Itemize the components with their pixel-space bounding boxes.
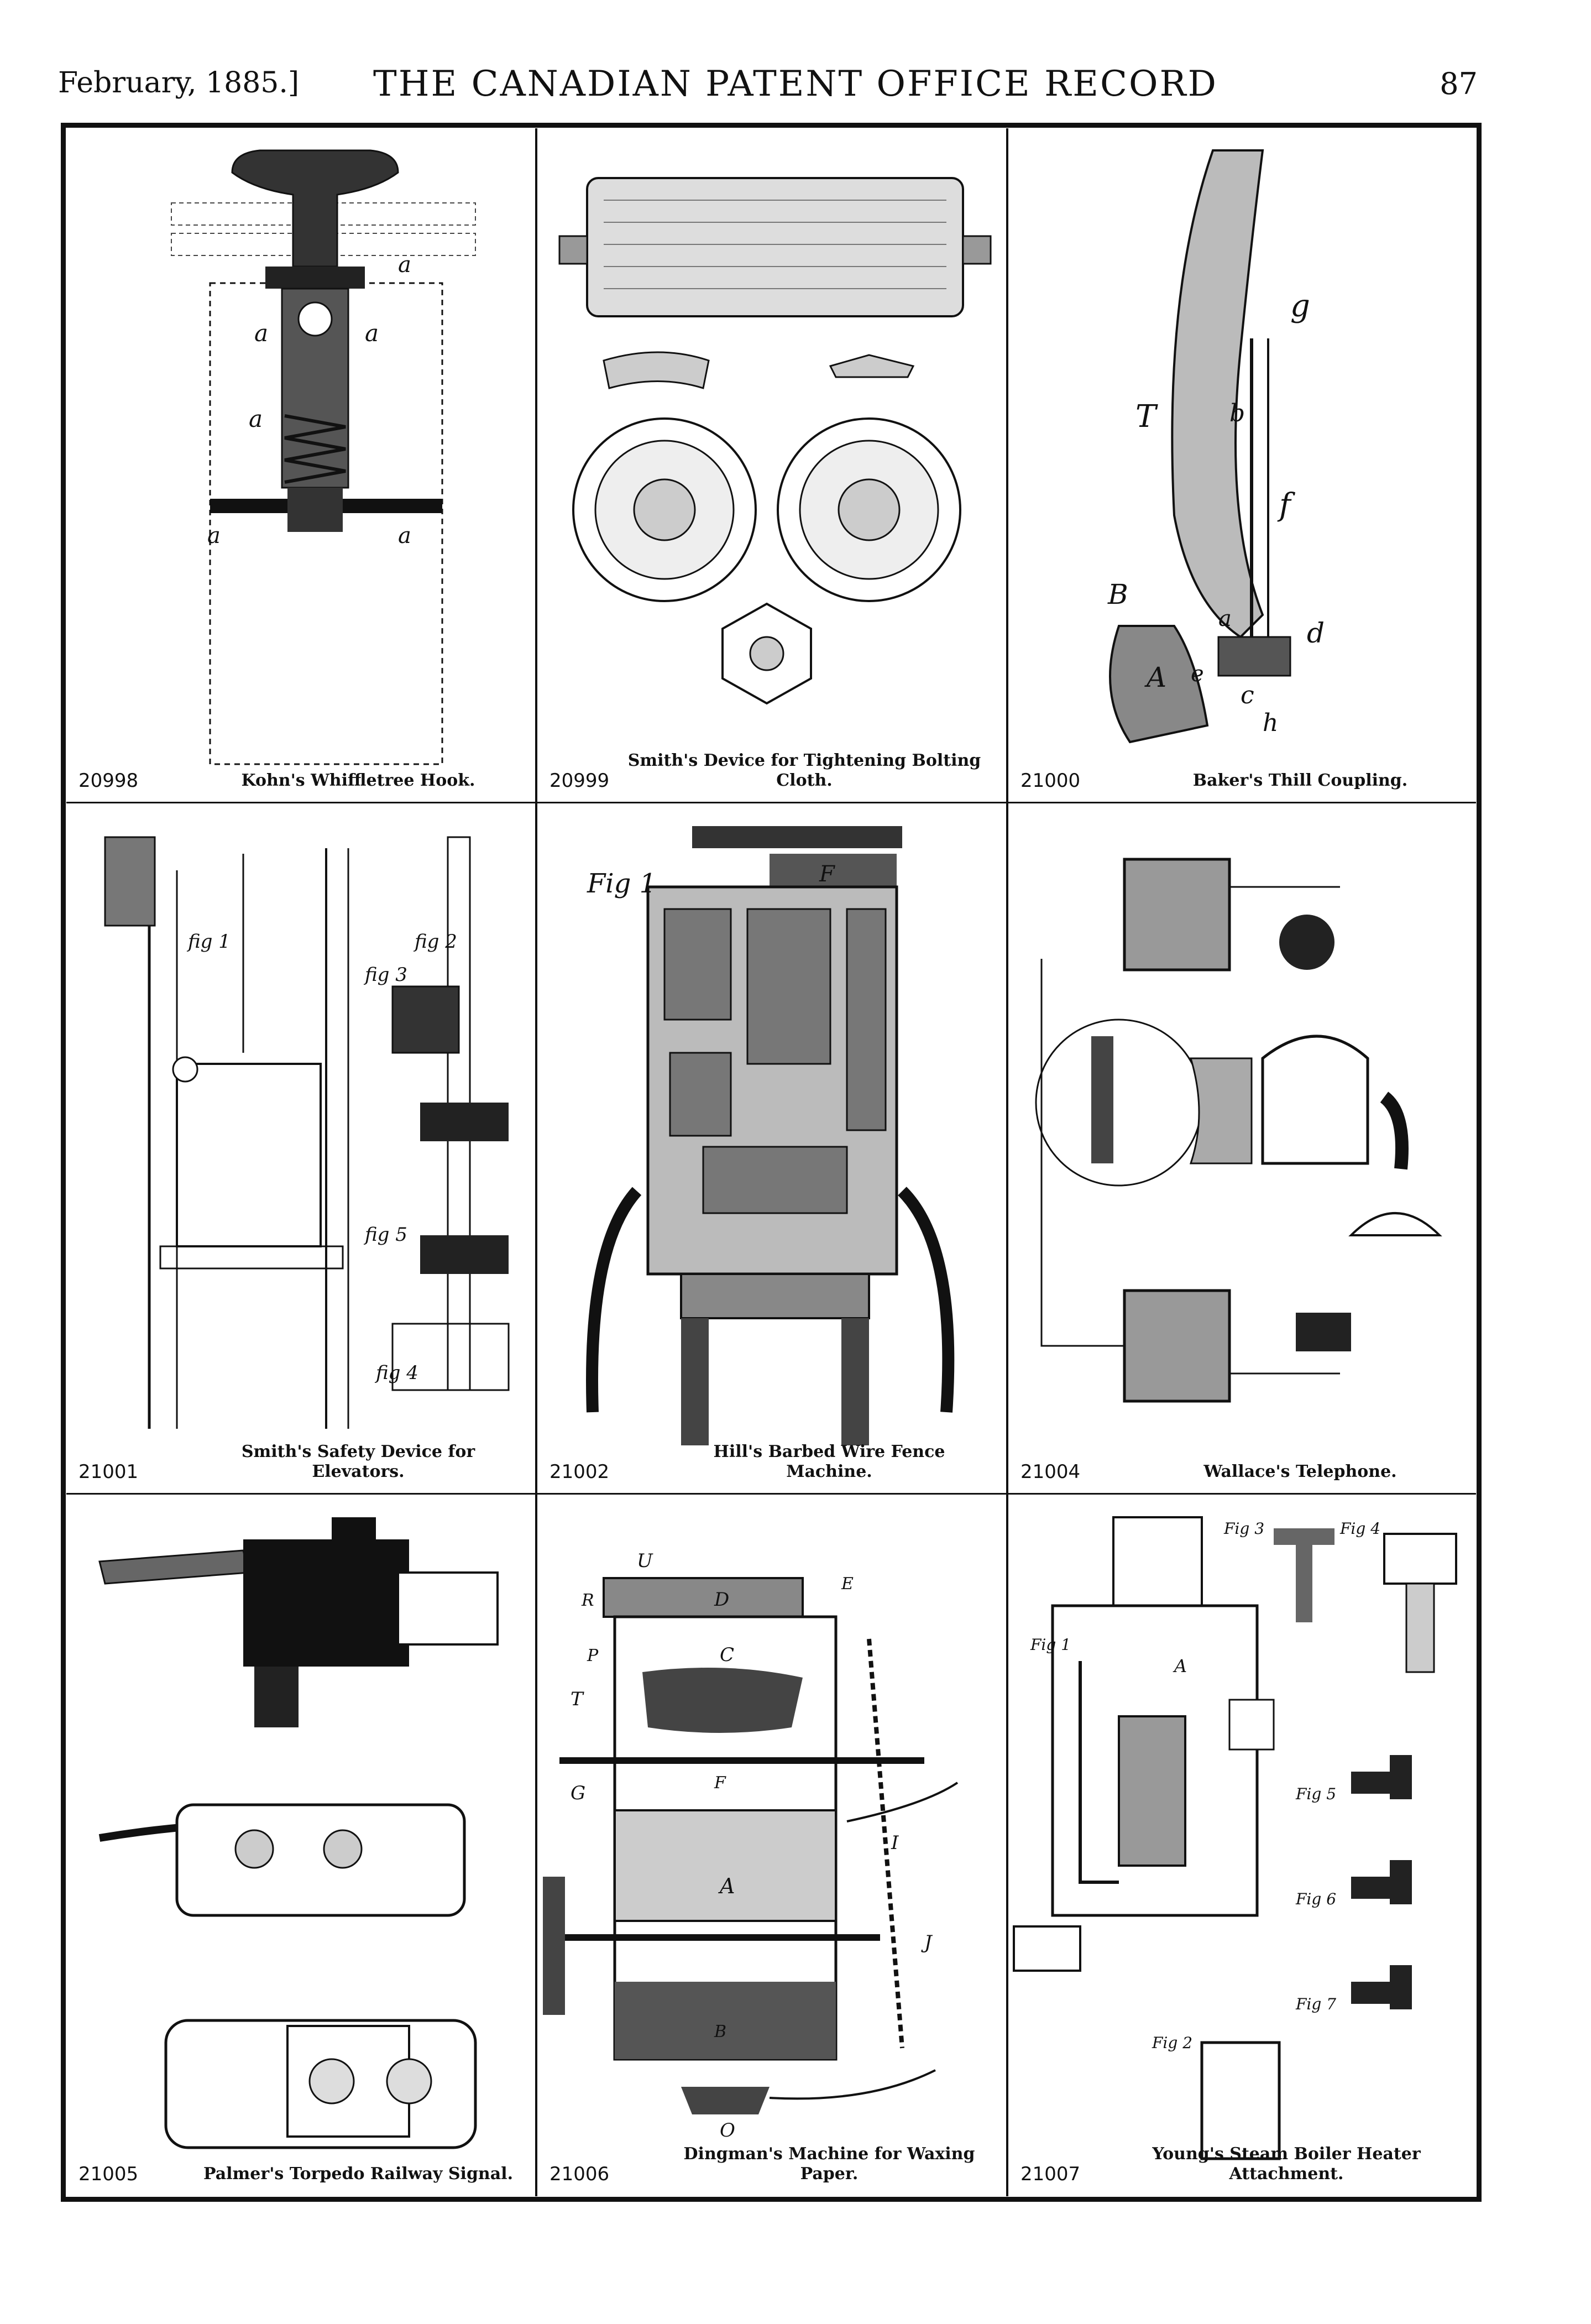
bolting-cloth-drawing — [558, 177, 992, 705]
figure-label: O — [720, 2119, 735, 2142]
figure-label: Fig 1 — [587, 868, 656, 899]
figure-label: Fig 3 — [1223, 1519, 1264, 1538]
row-divider — [66, 1493, 1476, 1495]
svg-text:a: a — [249, 405, 263, 432]
figure-label: Fig 6 — [1295, 1890, 1336, 1908]
figure-label: fig 2 — [413, 931, 457, 953]
patent-plate-grid: a a a a a a 20998 Kohn's Whiffletree Hoo… — [66, 128, 1476, 2196]
patent-title: Smith's Device for Tightening Bolting Cl… — [627, 751, 981, 790]
patent-number: 21000 — [1020, 770, 1081, 792]
patent-number: 20998 — [78, 770, 139, 792]
patent-figure-dingman: U D R E P T C G F I A J B O 21006 Dingma… — [537, 1495, 1005, 2194]
figure-label: Fig 7 — [1295, 1995, 1336, 2013]
figure-label: B — [714, 2022, 726, 2041]
figure-label: d — [1307, 617, 1325, 649]
patent-title: Hill's Barbed Wire Fence Machine. — [713, 1442, 945, 1481]
figure-label: U — [637, 1550, 653, 1572]
telephone-drawing — [1035, 858, 1442, 1403]
figure-label: A — [1144, 661, 1166, 693]
patent-number: 21002 — [549, 1461, 610, 1483]
figure-label: E — [841, 1574, 854, 1594]
boiler-heater-drawing: Fig 1 Fig 3 Fig 4 A Fig 5 Fig 6 Fig 2 Fi… — [1013, 1516, 1457, 2160]
patent-figure-kohn: a a a a a a 20998 Kohn's Whiffletree Hoo… — [66, 128, 534, 801]
plate-frame — [61, 123, 1482, 2202]
figure-label: fig 5 — [363, 1224, 407, 1246]
publication-title: THE CANADIAN PATENT OFFICE RECORD — [373, 64, 1218, 105]
patent-title: Kohn's Whiffletree Hook. — [241, 771, 475, 790]
svg-text:a: a — [398, 252, 411, 278]
railway-signal-drawing — [98, 1517, 499, 2149]
figure-label: c — [1241, 681, 1254, 709]
patent-title: Dingman's Machine for Waxing Paper. — [683, 2144, 975, 2184]
page-header: February, 1885.] THE CANADIAN PATENT OFF… — [0, 55, 1591, 116]
patent-figure-hill: Fig 1 F 21002 Hill's Barbed Wire Fence M… — [537, 804, 1005, 1492]
figure-label: F — [714, 1773, 726, 1793]
figure-label: A — [718, 1874, 735, 1898]
svg-text:a: a — [254, 320, 268, 347]
figure-label: fig 4 — [374, 1362, 418, 1384]
thill-coupling-drawing: g T b f B A a d e c h — [1107, 149, 1325, 744]
svg-text:a: a — [365, 320, 379, 347]
figure-label: fig 3 — [363, 964, 407, 986]
patent-number: 20999 — [549, 770, 610, 792]
patent-figure-palmer: 21005 Palmer's Torpedo Railway Signal. — [66, 1495, 534, 2194]
figure-label: F — [819, 861, 835, 887]
patent-title: Palmer's Torpedo Railway Signal. — [203, 2164, 514, 2184]
page-number: 87 — [1440, 66, 1478, 101]
svg-text:a: a — [398, 523, 411, 549]
figure-label: b — [1229, 399, 1245, 427]
figure-label: G — [571, 1782, 585, 1804]
figure-label: T — [571, 1688, 584, 1710]
figure-label: J — [921, 1931, 933, 1954]
figure-label: I — [891, 1832, 899, 1854]
patent-number: 21005 — [78, 2163, 139, 2185]
whiffletree-hook-drawing: a a a a a a — [171, 149, 476, 765]
patent-number: 21004 — [1020, 1461, 1081, 1483]
patent-number: 21006 — [549, 2163, 610, 2185]
figure-label: Fig 5 — [1295, 1785, 1336, 1803]
patent-number: 21001 — [78, 1461, 139, 1483]
figure-label: fig 1 — [186, 931, 231, 953]
figure-label: D — [714, 1589, 729, 1611]
figure-label: C — [720, 1644, 734, 1666]
patent-title: Young's Steam Boiler Heater Attachment. — [1152, 2144, 1421, 2184]
patent-figure-wallace: 21004 Wallace's Telephone. — [1008, 804, 1476, 1492]
figure-label: Fig 1 — [1030, 1636, 1071, 1654]
patent-title: Wallace's Telephone. — [1203, 1462, 1397, 1481]
patent-figure-smith-bolting: 20999 Smith's Device for Tightening Bolt… — [537, 128, 1005, 801]
figure-label: B — [1107, 578, 1128, 610]
patent-figure-smith-elevator: fig 1 fig 2 fig 3 fig 5 fig 4 21001 Smit… — [66, 804, 534, 1492]
figure-label: e — [1191, 661, 1204, 687]
column-divider — [535, 128, 537, 2196]
figure-label: Fig 4 — [1339, 1519, 1380, 1538]
figure-label: f — [1277, 487, 1296, 523]
row-divider — [66, 802, 1476, 803]
figure-label: g — [1290, 288, 1310, 324]
patent-figure-baker: g T b f B A a d e c h 21000 Baker's Thil… — [1008, 128, 1476, 801]
issue-date: February, 1885.] — [58, 66, 300, 100]
svg-text:a: a — [207, 523, 221, 549]
fence-machine-drawing: Fig 1 F — [586, 826, 955, 1445]
waxing-machine-drawing: U D R E P T C G F I A J B O — [543, 1550, 959, 2142]
figure-label: a — [1218, 606, 1232, 631]
figure-label: Fig 2 — [1152, 2034, 1192, 2052]
elevator-safety-drawing: fig 1 fig 2 fig 3 fig 5 fig 4 — [104, 836, 510, 1429]
figure-label: P — [587, 1646, 599, 1665]
column-divider — [1006, 128, 1008, 2196]
patent-number: 21007 — [1020, 2163, 1081, 2185]
figure-label: A — [1173, 1655, 1187, 1677]
figure-label: T — [1135, 399, 1158, 435]
patent-title: Baker's Thill Coupling. — [1192, 771, 1408, 790]
figure-label: h — [1263, 709, 1278, 737]
patent-figure-young: Fig 1 Fig 3 Fig 4 A Fig 5 Fig 6 Fig 2 Fi… — [1008, 1495, 1476, 2194]
patent-title: Smith's Safety Device for Elevators. — [241, 1442, 475, 1481]
figure-label: R — [581, 1591, 594, 1610]
